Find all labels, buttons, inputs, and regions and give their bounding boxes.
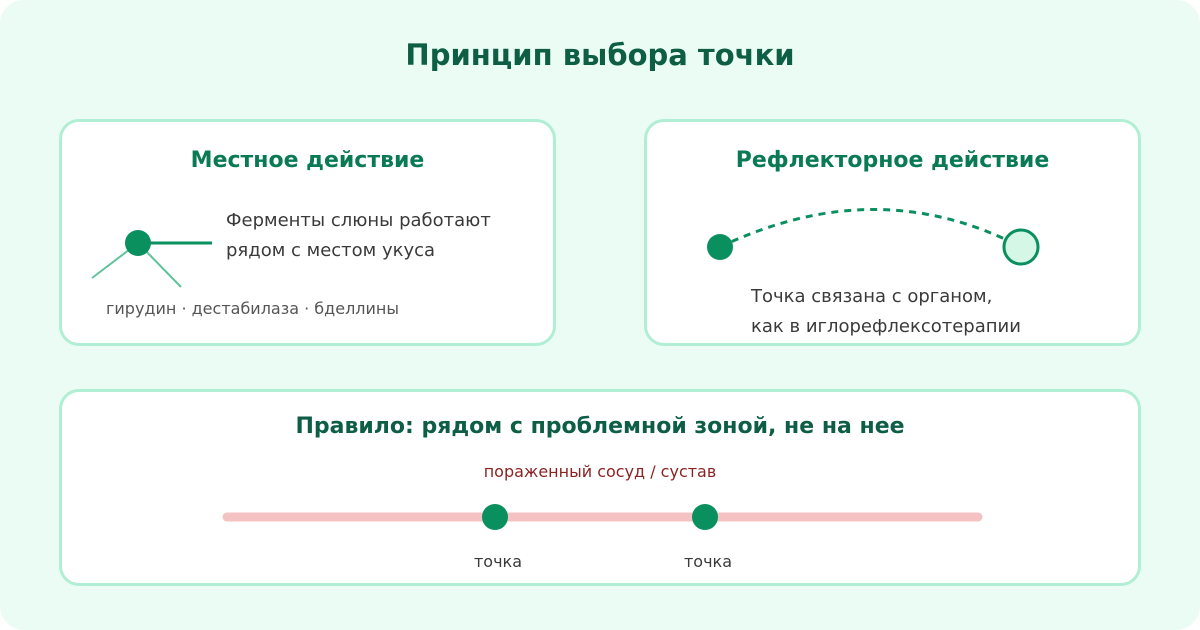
- vessel-illustration: [222, 504, 983, 530]
- local-action-card: Местное действие Ферменты слюны работают…: [59, 119, 556, 346]
- reflex-link-illustration: [707, 208, 1040, 266]
- point-label-1: точка: [473, 552, 523, 571]
- local-description-line-2: рядом с местом укуса: [226, 240, 436, 261]
- target-organ-marker: [1002, 228, 1040, 266]
- reflex-action-card: Рефлекторное действие Точка связана с ор…: [644, 119, 1141, 346]
- reflex-point-marker: [707, 234, 733, 260]
- bite-point-marker: [125, 230, 151, 256]
- reflex-connection-arc: [719, 208, 1022, 249]
- point-marker-1: [482, 504, 508, 530]
- point-marker-2: [692, 504, 718, 530]
- local-description-line-1: Ферменты слюны работают: [226, 210, 491, 231]
- point-label-2: точка: [683, 552, 733, 571]
- page-title: Принцип выбора точки: [405, 38, 795, 72]
- reflex-description: Точка связана с органом, как в иглорефле…: [751, 282, 1021, 342]
- vessel-label: пораженный сосуд / сустав: [483, 462, 717, 481]
- leech-bite-illustration: [91, 230, 212, 288]
- local-description: Ферменты слюны работают рядом с местом у…: [226, 206, 491, 266]
- rule-card: Правило: рядом с проблемной зоной, не на…: [59, 389, 1141, 586]
- local-action-heading: Местное действие: [190, 148, 425, 173]
- reflex-description-line-2: как в иглорефлексотерапии: [751, 316, 1021, 337]
- reflex-action-heading: Рефлекторное действие: [735, 148, 1050, 173]
- rule-heading: Правило: рядом с проблемной зоной, не на…: [295, 414, 905, 439]
- enzymes-list: гирудин · дестабилаза · бделлины: [106, 299, 400, 318]
- reflex-description-line-1: Точка связана с органом,: [751, 286, 993, 307]
